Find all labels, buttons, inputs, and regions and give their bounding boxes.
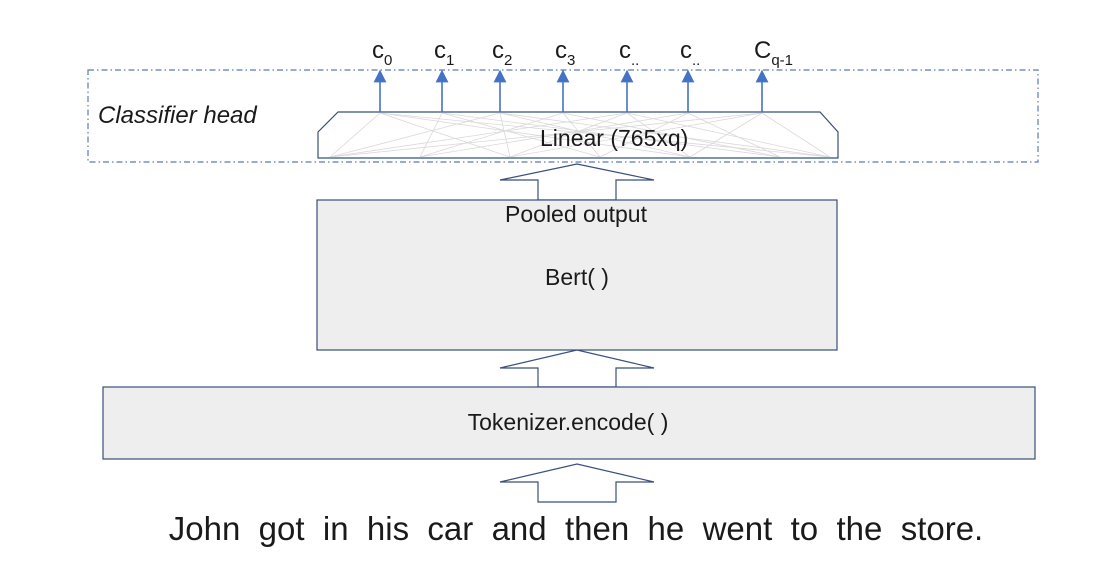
output-label-0: c0 [372,37,392,69]
connection-line [419,112,443,158]
connection-line [419,112,689,158]
connection-line [329,112,763,158]
connection-line [379,112,511,158]
pooled-output-label: Pooled output [505,201,648,227]
connection-line [509,112,763,158]
output-label-2: c2 [492,37,512,69]
connection-line [509,112,628,158]
connection-line [689,112,763,158]
connection-line [499,112,831,158]
tokenizer-label: Tokenizer.encode( ) [468,409,669,435]
block-arrow-encoded [499,349,655,388]
block-arrow-pooled [499,163,655,201]
connection-line [379,112,831,158]
output-labels: c0 c1 c2 c3 c.. c.. Cq-1 [372,37,793,69]
bert-box [316,199,838,351]
connection-line [419,112,564,158]
tokenizer-box [102,386,1036,460]
connection-line [329,112,501,158]
output-label-1: c1 [434,37,454,69]
connection-line [687,112,781,158]
connection-line [626,112,831,158]
linear-label: Linear (765xq) [540,125,688,151]
connection-line [562,112,781,158]
input-sentence: John got in his car and then he went to … [169,510,983,547]
connection-line [599,112,689,158]
output-label-4: c.. [619,37,639,69]
output-label-5: c.. [680,37,700,69]
connection-line [441,112,601,158]
output-label-3: c3 [555,37,575,69]
connection-line [379,112,691,158]
linear-layer-box: Linear (765xq) [317,111,839,159]
connection-line [329,112,381,158]
classifier-head-label: Classifier head [98,102,257,129]
block-arrow-input [499,463,655,503]
connection-line [761,112,831,158]
connection-line [499,112,691,158]
linear-connection-lines [329,112,831,158]
connection-line [626,112,691,158]
connection-line [329,112,628,158]
connection-line [562,112,601,158]
connection-line [441,112,781,158]
bert-label: Bert( ) [545,264,609,290]
output-arrows [373,69,769,112]
output-label-6: Cq-1 [754,37,793,69]
connection-line [499,112,511,158]
